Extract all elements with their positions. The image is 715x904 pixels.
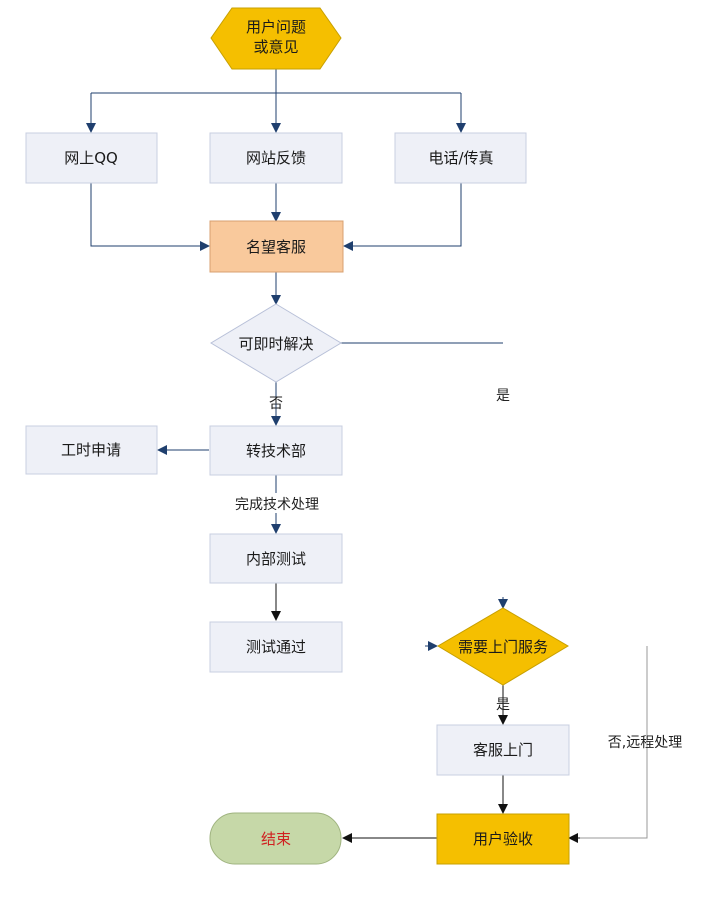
work-hours-box — [25, 425, 158, 475]
user-accept-box — [436, 813, 570, 865]
qq-label: 网上QQ — [64, 149, 118, 167]
no-remote-label: 否,远程处理 — [608, 735, 682, 751]
tech-done-label: 完成技术处理 — [235, 497, 319, 513]
connectors — [86, 69, 648, 843]
work-hours-label: 工时申请 — [61, 441, 121, 459]
onsite-visit-box — [436, 724, 570, 776]
test-pass-box — [209, 621, 343, 673]
internal-test-label: 内部测试 — [246, 550, 306, 568]
user-accept-label: 用户验收 — [473, 830, 533, 848]
edge-phone-service — [343, 183, 462, 251]
test-pass-label: 测试通过 — [246, 638, 306, 656]
edge-qq-service — [90, 183, 210, 251]
tech-dept-label: 转技术部 — [246, 442, 306, 460]
internal-test-box — [209, 533, 343, 584]
can-solve-decision — [210, 303, 342, 383]
onsite-visit-label: 客服上门 — [473, 741, 533, 759]
service-box — [209, 220, 344, 273]
phone-fax-label: 电话/传真 — [428, 149, 493, 167]
start-label-line1: 用户问题 — [246, 18, 306, 36]
end-label: 结束 — [261, 830, 291, 848]
yes-onsite-label: 是 — [496, 697, 510, 713]
edge-onsite-remote — [571, 646, 648, 839]
no-solve-label: 否 — [269, 396, 283, 412]
start-label-line2: 或意见 — [253, 38, 298, 56]
start-node — [210, 7, 342, 70]
need-onsite-label: 需要上门服务 — [458, 638, 548, 656]
phone-fax-box — [394, 132, 527, 184]
web-feedback-label: 网站反馈 — [246, 149, 306, 167]
web-feedback-box — [209, 132, 343, 184]
can-solve-label: 可即时解决 — [238, 335, 313, 353]
end-node — [209, 812, 342, 865]
tech-done-bg — [224, 493, 330, 513]
need-onsite-decision — [437, 607, 569, 686]
qq-box — [25, 132, 158, 184]
yes-solve-label: 是 — [496, 388, 510, 404]
service-label: 名望客服 — [246, 238, 306, 256]
tech-dept-box — [209, 425, 343, 476]
